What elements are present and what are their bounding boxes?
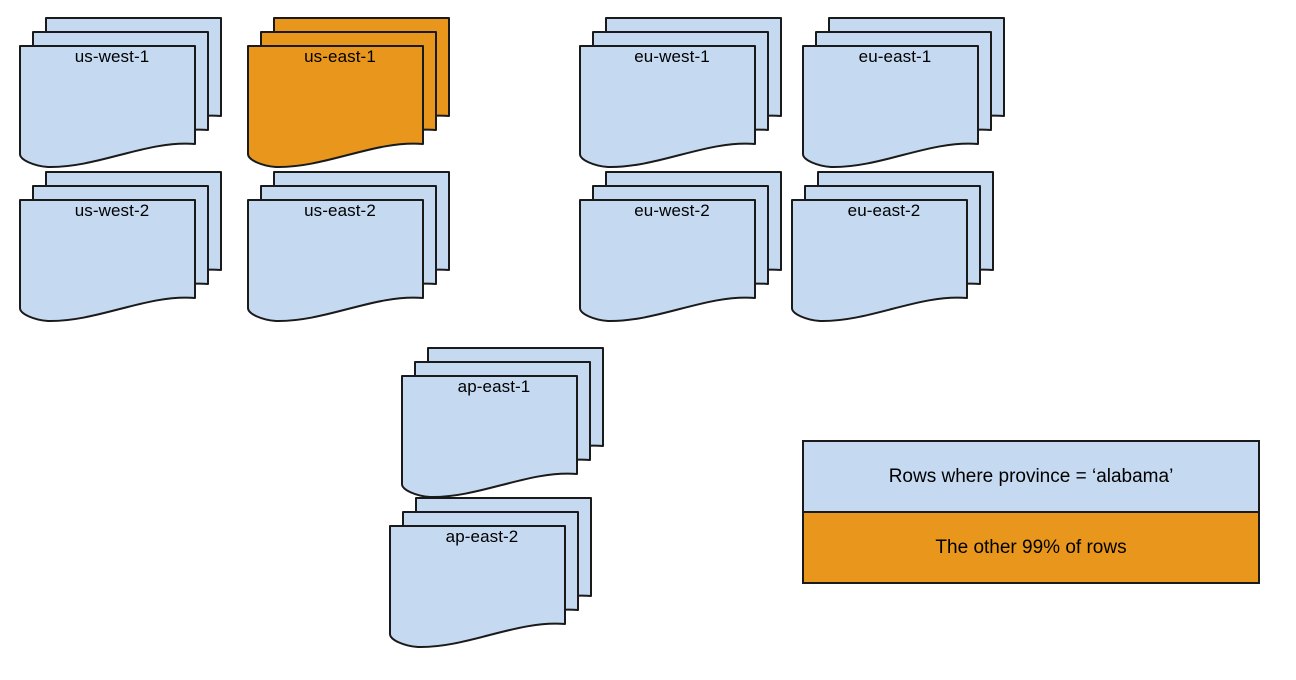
document-sheet [19,199,196,323]
document-sheet [401,375,578,499]
document-stack-shape [19,171,222,323]
document-sheet [791,199,968,323]
document-sheet [579,45,756,169]
document-stack-shape [247,171,450,323]
document-stack-us-west-2[interactable]: us-west-2 [19,171,236,336]
document-stack-ap-east-2[interactable]: ap-east-2 [389,497,606,662]
document-stack-shape [802,17,1005,169]
document-sheet [802,45,979,169]
document-stack-eu-east-1[interactable]: eu-east-1 [802,17,1019,182]
document-stack-us-east-2[interactable]: us-east-2 [247,171,464,336]
legend-row-matched: Rows where province = ‘alabama’ [804,442,1258,513]
document-sheet [389,525,566,649]
document-sheet [19,45,196,169]
document-stack-ap-east-1[interactable]: ap-east-1 [401,347,618,512]
document-stack-shape [579,171,782,323]
document-sheet [247,199,424,323]
legend-label-matched: Rows where province = ‘alabama’ [888,465,1174,487]
document-stack-us-west-1[interactable]: us-west-1 [19,17,236,182]
document-stack-eu-west-2[interactable]: eu-west-2 [579,171,796,336]
document-stack-shape [579,17,782,169]
document-stack-eu-west-1[interactable]: eu-west-1 [579,17,796,182]
document-sheet [247,45,424,169]
document-stack-shape [389,497,592,649]
document-stack-shape [401,347,604,499]
document-stack-shape [791,171,994,323]
legend: Rows where province = ‘alabama’ The othe… [802,440,1260,584]
legend-row-other: The other 99% of rows [804,513,1258,582]
document-stack-shape [19,17,222,169]
document-stack-eu-east-2[interactable]: eu-east-2 [791,171,1008,336]
document-stack-shape [247,17,450,169]
legend-label-other: The other 99% of rows [935,536,1127,558]
document-sheet [579,199,756,323]
document-stack-us-east-1[interactable]: us-east-1 [247,17,464,182]
